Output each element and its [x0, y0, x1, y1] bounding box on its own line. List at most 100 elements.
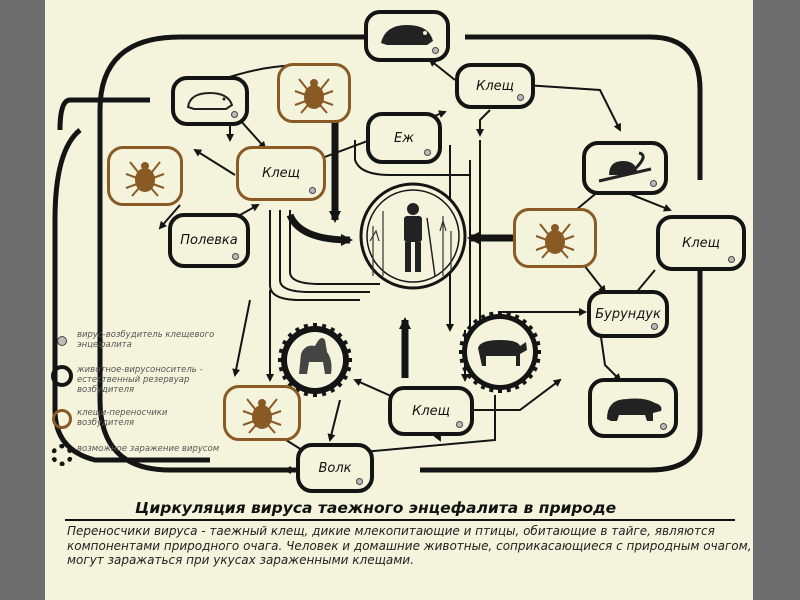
node-label: Клещ [476, 78, 514, 94]
gear-tooth [287, 332, 294, 339]
caption-title: Циркуляция вируса таежного энцефалита в … [135, 499, 617, 517]
node-label: Еж [394, 130, 414, 146]
gear-tooth [513, 314, 520, 321]
virus-dot-icon [57, 336, 67, 346]
vole-node: Полевка [168, 213, 250, 268]
caption-divider [65, 519, 735, 521]
gear-tooth [488, 386, 494, 393]
virus-dot-icon [650, 180, 657, 187]
gear-tooth [459, 340, 466, 346]
gear-tooth [303, 390, 309, 397]
tick-image-node-top [277, 63, 351, 123]
legend-text: животное-вирусоноситель - естественный р… [77, 365, 203, 395]
bear-node [588, 378, 678, 438]
virus-dot-icon [231, 111, 238, 118]
virus-dot-icon [728, 256, 735, 263]
node-label: Волк [318, 460, 352, 476]
gear-tooth [526, 372, 534, 380]
virus-dot-icon [356, 478, 363, 485]
gear-tooth [513, 383, 520, 390]
cow-node [462, 314, 538, 390]
rodent-node [171, 76, 249, 126]
gear-tooth [345, 348, 352, 354]
legend-item-infection: возможное заражение вирусом [51, 444, 227, 466]
gear-tooth [520, 318, 528, 326]
tick-icon [242, 398, 282, 434]
diagram-slide: Клещ Еж Клещ Полевка Клещ Бурундук Клещ [45, 0, 753, 600]
tick-image-node-left [107, 146, 183, 206]
caption-text: Переносчики вируса - таежный клещ, дикие… [67, 524, 752, 567]
gear-tooth [472, 378, 480, 386]
gear-tooth [341, 374, 349, 381]
tick-bottom-node: Клещ [388, 386, 474, 436]
node-label: Клещ [682, 235, 720, 251]
gear-teeth [459, 311, 541, 393]
legend-item-vector: клещи-переносчики возбудителя [51, 408, 227, 430]
gear-tooth [459, 358, 466, 364]
gear-tooth [480, 314, 487, 321]
tick-left-node: Клещ [236, 146, 326, 201]
tick-image-node-bottom [223, 385, 301, 441]
virus-dot-icon [517, 94, 524, 101]
gear-ring-icon [51, 444, 73, 466]
gear-tooth [534, 358, 541, 364]
tick-image-node-right [513, 208, 597, 268]
virus-dot-icon [660, 423, 667, 430]
bear-icon [607, 398, 662, 421]
legend-text: вирус-возбудитель клещевого энцефалита [77, 330, 215, 350]
virus-dot-icon [456, 421, 463, 428]
gear-tooth [278, 366, 285, 372]
gear-tooth [466, 324, 474, 332]
virus-dot-icon [424, 149, 431, 156]
gear-tooth [506, 311, 512, 318]
gear-tooth [480, 383, 487, 390]
black-ring-icon [51, 365, 73, 387]
gear-tooth [278, 348, 285, 354]
mole-icon [381, 25, 433, 45]
gear-tooth [526, 324, 534, 332]
gear-tooth [345, 366, 352, 372]
gear-tooth [294, 326, 301, 334]
legend-text: клещи-переносчики возбудителя [77, 408, 168, 428]
gear-tooth [520, 378, 528, 386]
gear-tooth [472, 318, 480, 326]
gear-tooth [466, 372, 474, 380]
virus-dot-icon [232, 253, 239, 260]
gear-tooth [329, 326, 336, 334]
gear-tooth [321, 323, 327, 330]
tick-icon [535, 223, 575, 259]
gear-tooth [281, 339, 289, 346]
gear-tooth [329, 386, 336, 394]
virus-dot-icon [309, 187, 316, 194]
gear-teeth-wolf [278, 323, 352, 397]
rodent-icon [186, 91, 234, 110]
gear-tooth [462, 332, 469, 339]
gear-tooth [321, 390, 327, 397]
virus-dot-icon [432, 47, 439, 54]
node-label: Клещ [262, 166, 300, 181]
node-label: Полевка [180, 233, 238, 248]
chipmunk-node: Бурундук [587, 290, 669, 338]
node-label: Бурундук [595, 306, 661, 322]
brown-ring-icon [52, 409, 72, 429]
virus-dot-icon [651, 323, 658, 330]
gear-tooth [341, 339, 349, 346]
node-label: Клещ [412, 403, 450, 419]
tick-right-node: Клещ [656, 215, 746, 271]
gear-tooth [303, 323, 309, 330]
tick-icon [125, 161, 165, 197]
wolf-node: Волк [296, 443, 374, 493]
mole-node [364, 10, 450, 62]
gear-tooth [462, 365, 469, 372]
gear-tooth [506, 386, 512, 393]
gear-tooth [336, 381, 343, 388]
squirrel-node [582, 141, 668, 195]
gear-tooth [531, 365, 538, 372]
wolf-gear-node [281, 326, 349, 394]
tick-icon [294, 78, 334, 114]
gear-tooth [336, 332, 343, 339]
hedgehog-node: Еж [366, 112, 442, 164]
outer-loop-lines [52, 34, 703, 473]
gear-tooth [534, 340, 541, 346]
gear-tooth [531, 332, 538, 339]
